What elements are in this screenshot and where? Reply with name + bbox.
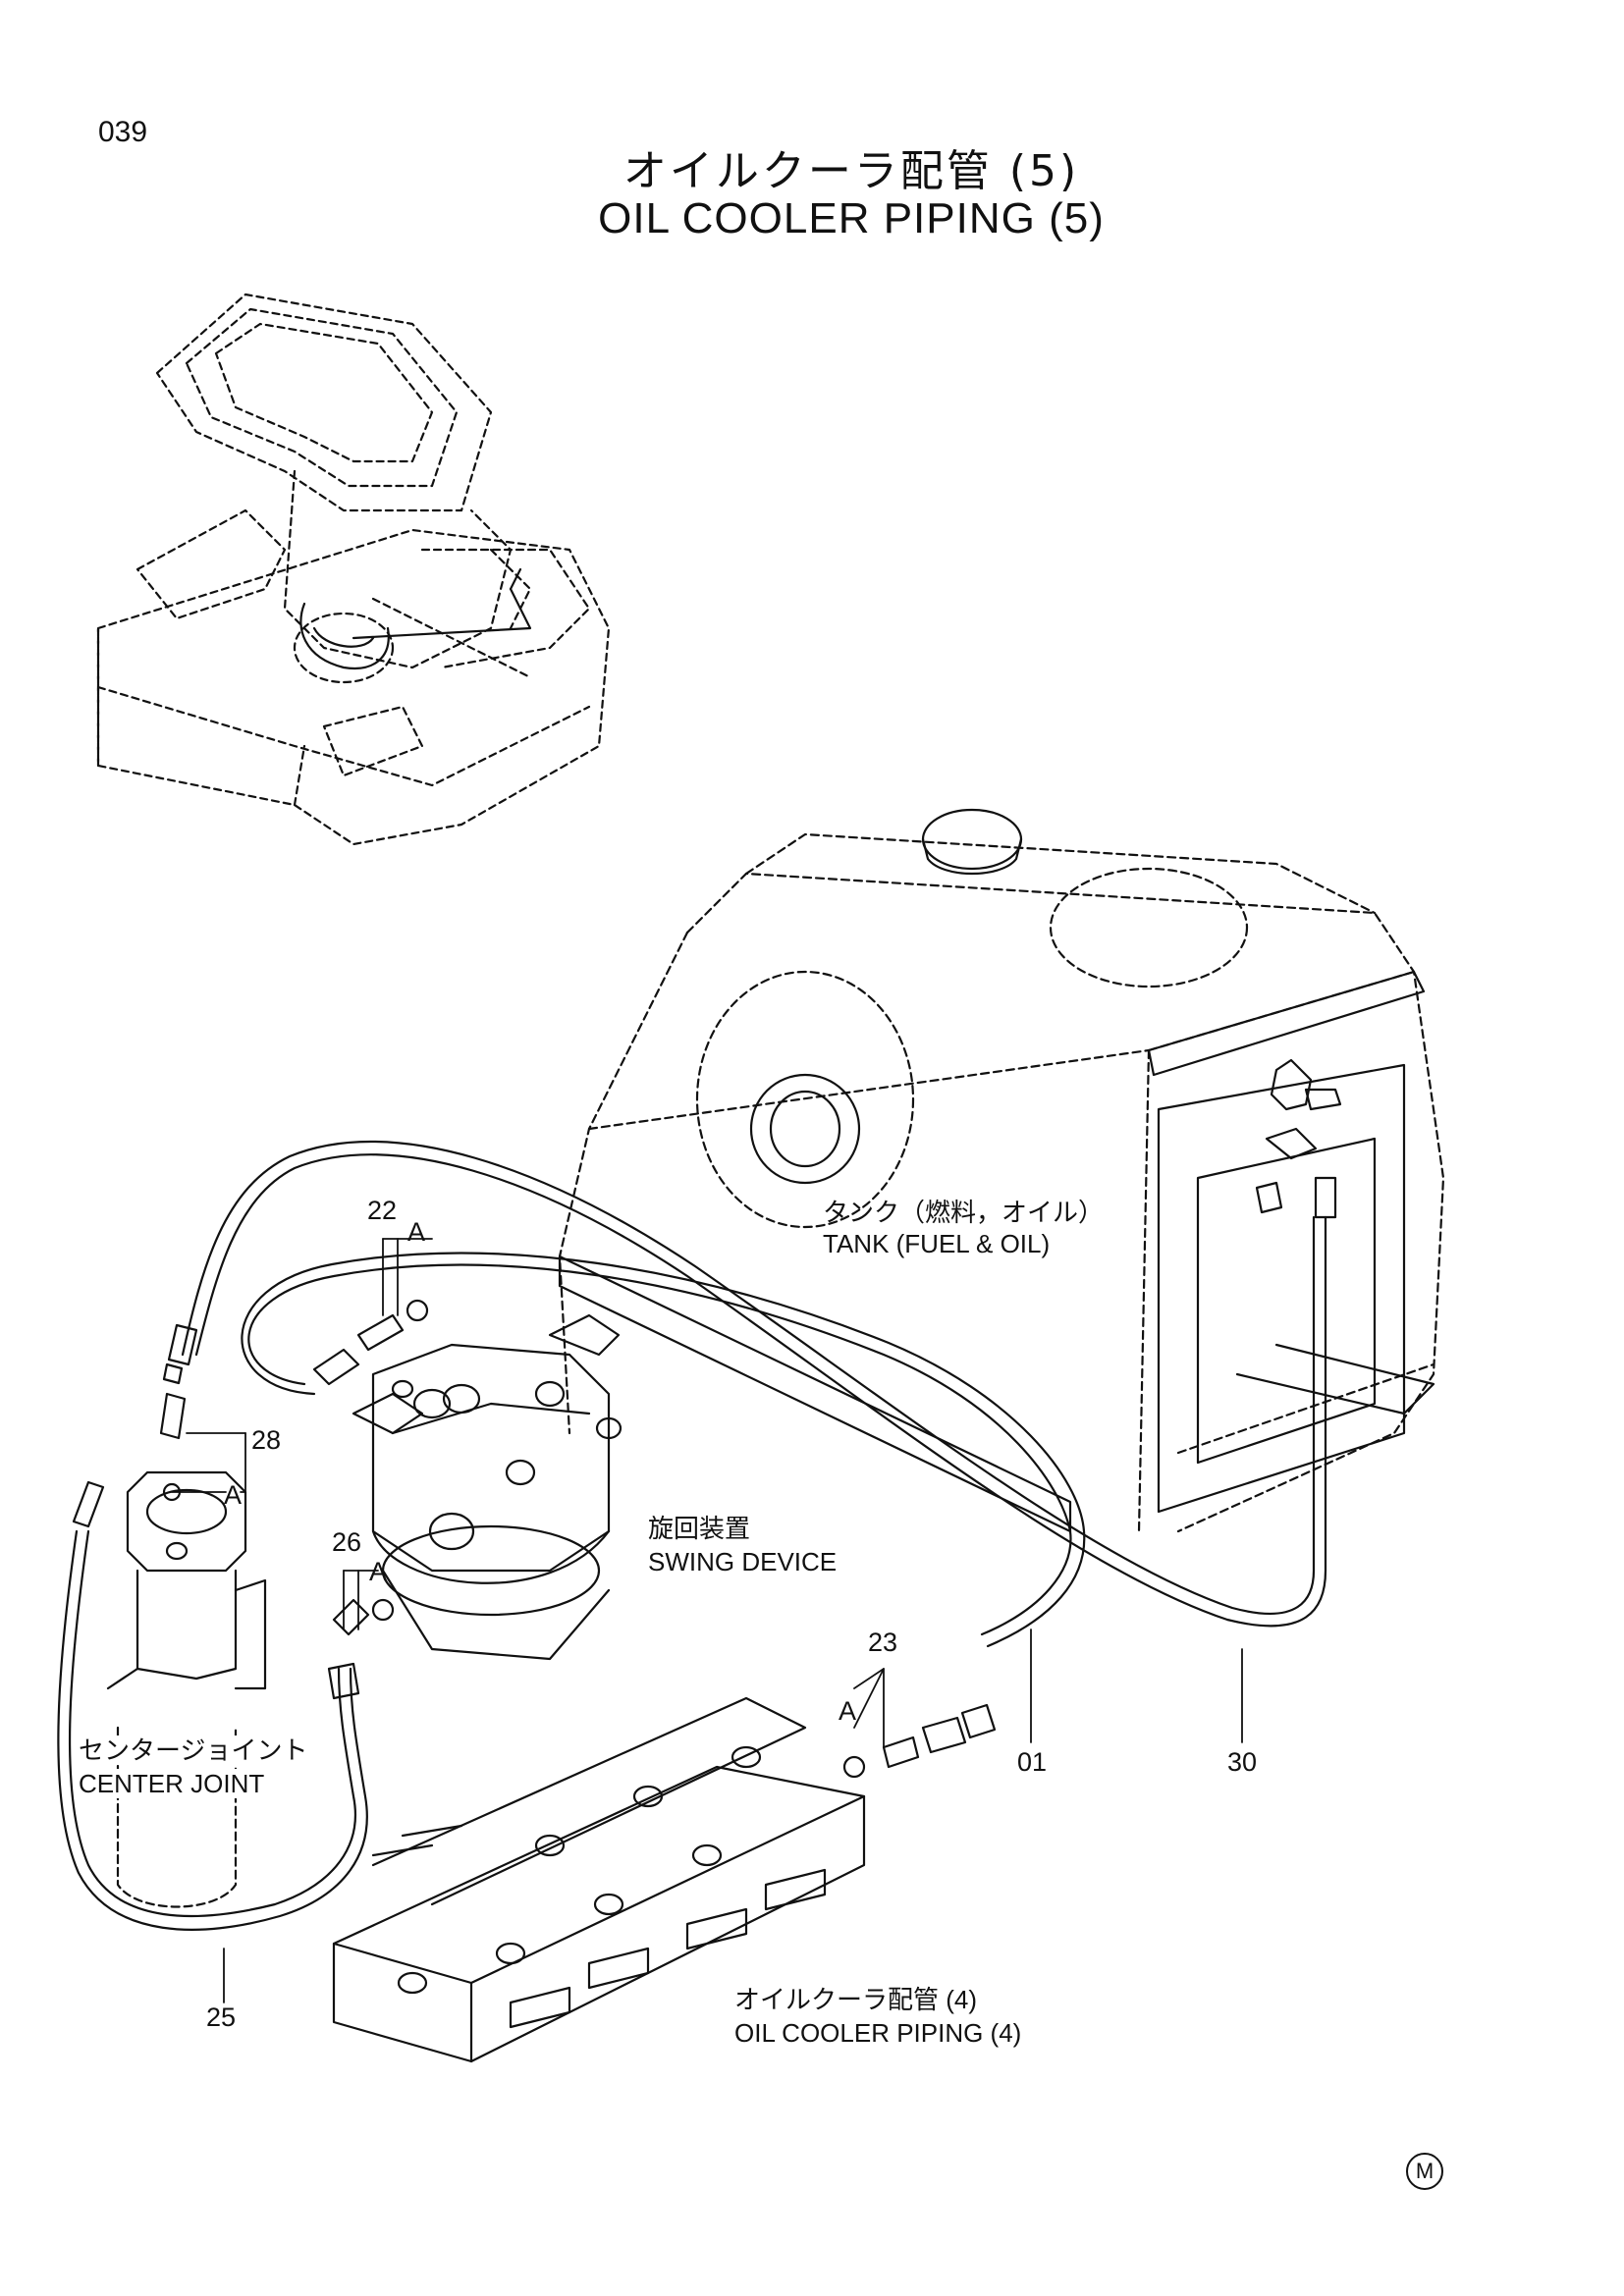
- circled-m-mark: M: [1406, 2153, 1443, 2190]
- section-ref-a: A: [224, 1480, 243, 1510]
- tank-label-jp: タンク（燃料，オイル）: [823, 1198, 1105, 1227]
- center-joint-label-en: CENTER JOINT: [79, 1769, 265, 1798]
- leader-lines: [171, 1238, 1243, 2003]
- part-number-26: 26: [332, 1527, 362, 1557]
- swing-device-label-jp: 旋回装置: [648, 1514, 751, 1543]
- center-joint-illustration: [106, 1470, 267, 1690]
- swing-device-label-en: SWING DEVICE: [648, 1547, 838, 1576]
- piping-4-label-jp: オイルクーラ配管 (4): [734, 1985, 978, 2014]
- hose-fittings: [72, 1176, 1337, 1779]
- machine-overview-illustration: [96, 293, 611, 846]
- tank-illustration: [558, 832, 1445, 1533]
- center-joint-label-jp: センタージョイント: [79, 1735, 308, 1765]
- section-ref-a: A: [839, 1696, 857, 1726]
- hose-25: [57, 1529, 368, 1931]
- title-japanese: オイルクーラ配管 (5): [623, 146, 1080, 196]
- title-english: OIL COOLER PIPING (5): [598, 194, 1105, 242]
- piping-4-label-en: OIL COOLER PIPING (4): [734, 2018, 1022, 2048]
- part-number-23: 23: [868, 1628, 898, 1657]
- hose-01: [241, 1252, 1086, 1648]
- center-joint-lower-dashed: [116, 1726, 238, 1908]
- machine-highlight-solid: [299, 567, 532, 670]
- tank-solid-parts: [558, 808, 1435, 1533]
- part-number-28: 28: [251, 1425, 282, 1455]
- part-number-25: 25: [206, 2002, 237, 2032]
- control-valve-illustration: [332, 1696, 866, 2063]
- part-number-22: 22: [367, 1196, 398, 1225]
- part-number-30: 30: [1227, 1747, 1258, 1777]
- section-ref-a: A: [407, 1217, 426, 1247]
- tank-label-en: TANK (FUEL & OIL): [823, 1229, 1051, 1258]
- section-ref-a: A: [369, 1557, 388, 1586]
- part-number-01: 01: [1017, 1747, 1048, 1777]
- hose-30: [181, 1140, 1327, 1628]
- page-number: 039: [98, 116, 148, 148]
- swing-device-illustration: [352, 1313, 623, 1661]
